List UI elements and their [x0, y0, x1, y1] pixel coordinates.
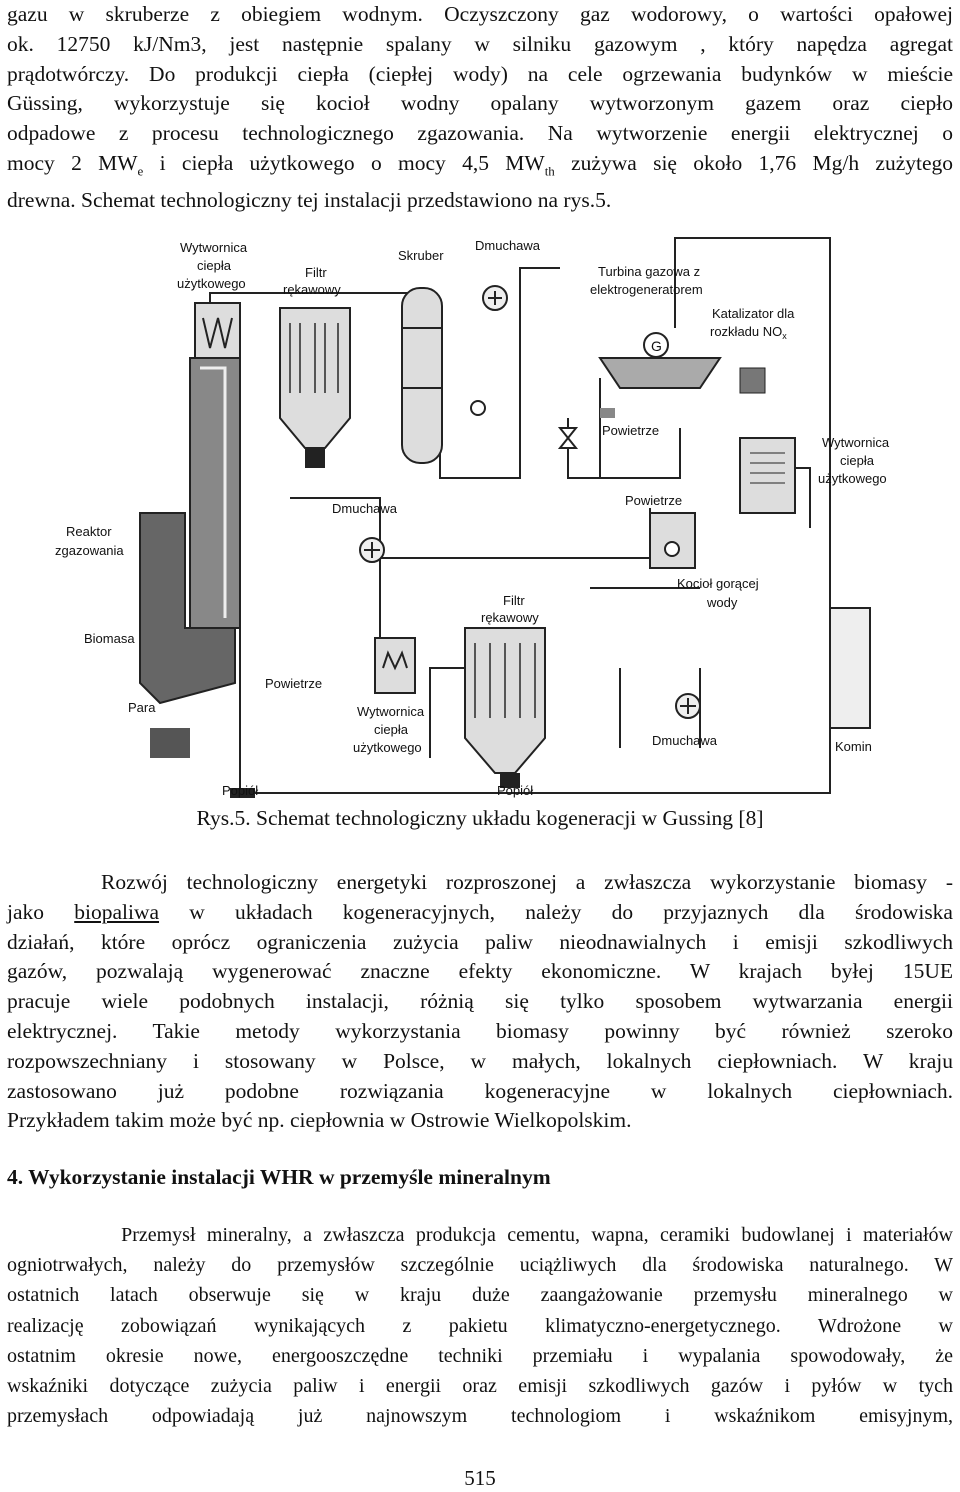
- text-line: realizację zobowiązań wynikających z pak…: [7, 1314, 953, 1337]
- scrubber-column: [401, 287, 443, 464]
- label-air: Powietrze: [625, 493, 682, 508]
- label-ash: Popiół: [497, 783, 533, 798]
- text-line: elektrycznej. Takie metody wykorzystania…: [7, 1018, 953, 1043]
- label-blower-bottom: Dmuchawa: [652, 733, 718, 748]
- label-turbine: elektrogeneratorem: [590, 282, 703, 297]
- text-line: ok. 12750 kJ/Nm3, jest następnie spalany…: [7, 31, 953, 56]
- text-line: Przemysł mineralny, a zwłaszcza produkcj…: [7, 1224, 953, 1246]
- label-bag-filter-top: Filtr: [305, 265, 327, 280]
- label-bag-filter-mid: rękawowy: [481, 610, 539, 625]
- label-catalyst-text: rozkładu NO: [710, 324, 782, 339]
- label-steam: Para: [128, 700, 156, 715]
- text-line: ostatnim okresie nowe, energooszczędne t…: [7, 1344, 953, 1367]
- label-heat-exchanger-bottom: użytkowego: [353, 740, 422, 755]
- label-heat-exchanger-right: Wytwornica: [822, 435, 890, 450]
- bag-filter-mid: [464, 627, 546, 788]
- label-reactor: zgazowania: [55, 543, 124, 558]
- pipe: [599, 378, 681, 479]
- label-ash: Popiół: [222, 783, 258, 798]
- label-heat-exchanger-right: użytkowego: [818, 471, 887, 486]
- label-heat-exchanger-bottom: ciepła: [374, 722, 409, 737]
- page-number: 515: [464, 1466, 496, 1490]
- label-heat-exchanger-top: Wytwornica: [180, 240, 248, 255]
- text-line: jako biopaliwa w układach kogeneracyjnyc…: [7, 898, 953, 928]
- bag-filter-top: [279, 307, 351, 468]
- label-heat-exchanger-bottom: Wytwornica: [357, 704, 425, 719]
- heat-exchanger-bottom: [374, 637, 416, 694]
- pump-icon: [470, 400, 486, 416]
- subscript-th: th: [544, 163, 555, 179]
- text-line: mocy 2 MWe i ciepła użytkowego o mocy 4,…: [7, 149, 953, 186]
- text-line: zastosowano już podobne rozwiązania koge…: [7, 1078, 953, 1103]
- chimney: [829, 607, 871, 729]
- paragraph-mineral-industry: Przemysł mineralny, a zwłaszcza produkcj…: [7, 1220, 953, 1431]
- subscript-e: e: [137, 163, 144, 179]
- text-fragment: jako: [7, 899, 75, 924]
- biopaliwa-link[interactable]: biopaliwa: [74, 899, 160, 924]
- text-line: gazu w skruberze z obiegiem wodnym. Oczy…: [7, 2, 953, 26]
- label-air: Powietrze: [265, 676, 322, 691]
- label-bag-filter-top: rękawowy: [283, 282, 341, 297]
- paragraph-intro: gazu w skruberze z obiegiem wodnym. Oczy…: [7, 0, 953, 216]
- text-line: odpadowe z procesu technologicznego zgaz…: [7, 121, 953, 146]
- heat-exchanger-top: [194, 302, 241, 364]
- heat-exchanger-right: [739, 437, 796, 514]
- text-line: Rozwój technologiczny energetyki rozpros…: [7, 870, 953, 894]
- text-line: ostatnich latach obserwuje się w kraju d…: [7, 1284, 953, 1307]
- label-biomass: Biomasa: [84, 631, 135, 646]
- text-line: pracuje wiele podobnych instalacji, różn…: [7, 989, 953, 1014]
- figure-caption: Rys.5. Schemat technologiczny układu kog…: [196, 806, 764, 830]
- text-line: Güssing, wykorzystuje się kocioł wodny o…: [7, 91, 953, 116]
- text-line: drewna. Schemat technologiczny tej insta…: [7, 188, 612, 213]
- gasification-reactor: [139, 357, 255, 798]
- text-line: przemysłach odpowiadają już najnowszym t…: [7, 1405, 953, 1428]
- gas-engine: [598, 357, 766, 418]
- text-fragment: i ciepła użytkowego o mocy 4,5 MW: [143, 150, 545, 175]
- pipe: [439, 267, 560, 479]
- text-line: gazów, pozwalają wygenerować znaczne efe…: [7, 959, 953, 984]
- label-air: Powietrze: [602, 423, 659, 438]
- label-scrubber: Skruber: [398, 248, 444, 263]
- label-catalyst-sub: x: [782, 331, 787, 341]
- text-line: ogniotrwałych, należy do przemysłów szcz…: [7, 1254, 953, 1277]
- text-line: rozpowszechniany i stosowany w Polsce, w…: [7, 1048, 953, 1073]
- cogeneration-diagram: G: [55, 237, 890, 798]
- blower-top: [482, 285, 508, 311]
- blower-mid: [359, 537, 385, 563]
- label-boiler: wody: [706, 595, 738, 610]
- text-line: prądotwórczy. Do produkcji ciepła (ciepł…: [7, 61, 953, 86]
- text-fragment: w układach kogeneracyjnych, należy do pr…: [159, 899, 953, 924]
- text-line: wskaźniki dotyczące zużycia paliw i ener…: [7, 1375, 953, 1398]
- label-heat-exchanger-right: ciepła: [840, 453, 875, 468]
- label-blower-top: Dmuchawa: [475, 238, 541, 253]
- hot-water-boiler: [649, 512, 696, 569]
- blower-bottom: [675, 693, 701, 719]
- text-fragment: zużywa się około 1,76 Mg/h zużytego: [554, 150, 953, 175]
- label-catalyst: Katalizator dla: [712, 306, 795, 321]
- text-line: działań, które oprócz ograniczenia zużyc…: [7, 929, 953, 954]
- paragraph-cogeneration: Rozwój technologiczny energetyki rozpros…: [7, 868, 953, 1136]
- text-fragment: mocy 2 MW: [7, 150, 138, 175]
- text-line: Przykładem takim może być np. ciepłownia…: [7, 1108, 632, 1133]
- label-heat-exchanger-top: użytkowego: [177, 276, 246, 291]
- section-heading: 4. Wykorzystanie instalacji WHR w przemy…: [7, 1165, 551, 1189]
- label-heat-exchanger-top: ciepła: [197, 258, 232, 273]
- label-boiler: Kocioł gorącej: [677, 576, 759, 591]
- label-catalyst: rozkładu NOx: [710, 324, 787, 341]
- label-bag-filter-mid: Filtr: [503, 593, 525, 608]
- label-turbine: Turbina gazowa z: [598, 264, 700, 279]
- pipe: [239, 237, 831, 794]
- label-reactor: Reaktor: [66, 524, 112, 539]
- label-blower-mid: Dmuchawa: [332, 501, 398, 516]
- generator-label: G: [651, 338, 662, 354]
- label-chimney: Komin: [835, 739, 872, 754]
- valve-icon: [557, 427, 579, 449]
